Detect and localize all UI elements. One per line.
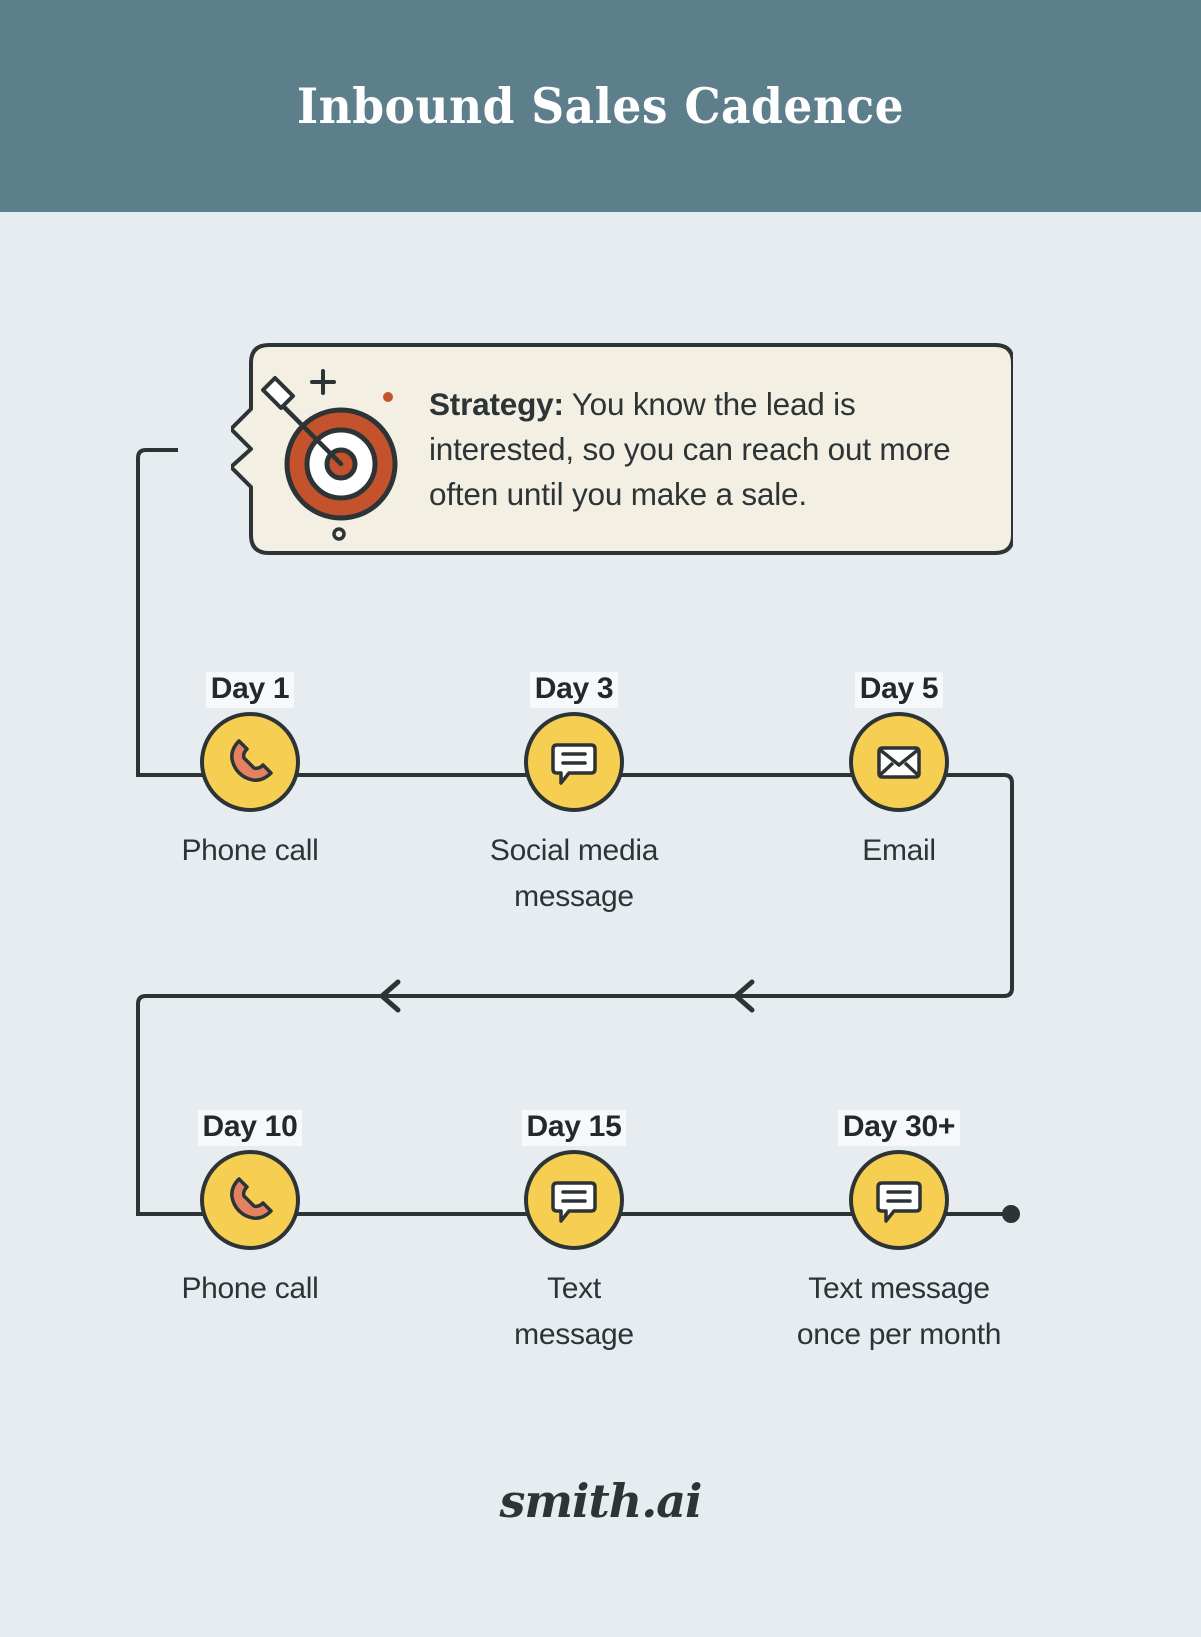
step-caption: Phone call: [181, 1272, 319, 1305]
strategy-callout: Strategy: You know the lead is intereste…: [231, 337, 1013, 561]
timeline-step-day-30-plus[interactable]: Day 30+ Text message once per month: [789, 1110, 1009, 1358]
step-caption: Social media message: [489, 834, 659, 913]
phone-icon: [230, 1177, 273, 1220]
timeline-step-day-10[interactable]: Day 10 Phone call: [140, 1110, 360, 1312]
step-caption: Text message once per month: [796, 1272, 1002, 1351]
chat-bubble-icon: [551, 1181, 597, 1223]
callout-text: Strategy: You know the lead is intereste…: [429, 382, 987, 517]
page-title: Inbound Sales Cadence: [296, 77, 905, 135]
day-label-wrap: Day 5: [789, 672, 1009, 712]
timeline-step-day-5[interactable]: Day 5 Email: [789, 672, 1009, 874]
page-header: Inbound Sales Cadence: [0, 0, 1201, 212]
timeline-step-day-3[interactable]: Day 3 Social media message: [464, 672, 684, 920]
day-label-wrap: Day 30+: [789, 1110, 1009, 1150]
callout-label: Strategy:: [429, 385, 564, 422]
step-caption: Email: [862, 834, 936, 867]
day-label: Day 5: [854, 672, 944, 708]
day-label-wrap: Day 15: [464, 1110, 684, 1150]
step-node-circle[interactable]: [849, 1150, 949, 1250]
day-label: Day 10: [197, 1110, 303, 1146]
day-label: Day 15: [521, 1110, 627, 1146]
step-node-circle[interactable]: [200, 1150, 300, 1250]
smith-ai-logo: smith.ai: [499, 1474, 702, 1528]
step-node-circle[interactable]: [524, 712, 624, 812]
step-node-circle[interactable]: [524, 1150, 624, 1250]
chat-bubble-icon: [551, 743, 597, 785]
day-label-wrap: Day 1: [140, 672, 360, 712]
day-label: Day 30+: [837, 1110, 961, 1146]
envelope-icon: [877, 746, 921, 779]
day-label: Day 1: [205, 672, 295, 708]
day-label-wrap: Day 10: [140, 1110, 360, 1150]
chat-bubble-icon: [876, 1181, 922, 1223]
step-node-circle[interactable]: [849, 712, 949, 812]
day-label: Day 3: [529, 672, 619, 708]
callout-balloon-shape: [231, 343, 1013, 555]
step-caption: Phone call: [181, 834, 319, 867]
target-with-arrow-icon: [261, 349, 421, 549]
phone-icon: [230, 739, 273, 782]
step-caption: Text message: [514, 1272, 634, 1351]
step-node-circle[interactable]: [200, 712, 300, 812]
timeline-step-day-1[interactable]: Day 1 Phone call: [140, 672, 360, 874]
callout-body: You know the lead is interested, so you …: [429, 385, 951, 512]
day-label-wrap: Day 3: [464, 672, 684, 712]
timeline-step-day-15[interactable]: Day 15 Text message: [464, 1110, 684, 1358]
